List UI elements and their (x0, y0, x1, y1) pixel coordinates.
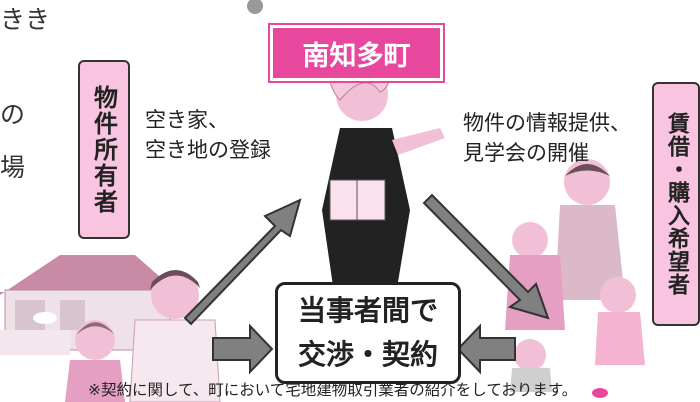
woman-illustration (322, 54, 445, 300)
town-action-line-1: 物件の情報提供、 (463, 111, 631, 135)
town-action-line-2: 見学会の開催 (463, 141, 589, 165)
negotiation-box: 当事者間で 交渉・契約 (275, 282, 461, 384)
left-fragment-2: の (0, 100, 26, 129)
left-fragment-1: きき (0, 5, 51, 34)
negotiation-line-1: 当事者間で (297, 294, 438, 327)
owner-box: 物件所有者 (78, 60, 130, 239)
family-left-illustration (65, 270, 221, 402)
town-label: 南知多町 (302, 40, 411, 72)
family-right-illustration (505, 159, 645, 398)
owner-action-line-2: 空き地の登録 (145, 138, 271, 162)
negotiation-line-2: 交渉・契約 (297, 338, 438, 371)
left-fragment-3: 場 (0, 153, 26, 182)
arrow-town-to-seeker (422, 193, 550, 320)
arrow-seeker-to-negotiation (456, 323, 516, 375)
arrow-owner-to-negotiation (212, 323, 274, 375)
seeker-label: 賃借・購入希望者 (664, 112, 689, 296)
arrows (183, 193, 550, 375)
footnote: ※契約に関して、町において宅地建物取引業者の紹介をしております。 (88, 381, 578, 399)
decorative-dot (247, 0, 263, 14)
owner-label: 物件所有者 (89, 84, 118, 215)
owner-action-text: 空き家、 空き地の登録 (145, 105, 271, 165)
owner-action-line-1: 空き家、 (145, 108, 229, 132)
town-action-text: 物件の情報提供、 見学会の開催 (463, 108, 631, 168)
town-box: 南知多町 (270, 25, 443, 81)
seeker-box: 賃借・購入希望者 (652, 82, 700, 326)
arrow-owner-to-town (183, 198, 302, 326)
